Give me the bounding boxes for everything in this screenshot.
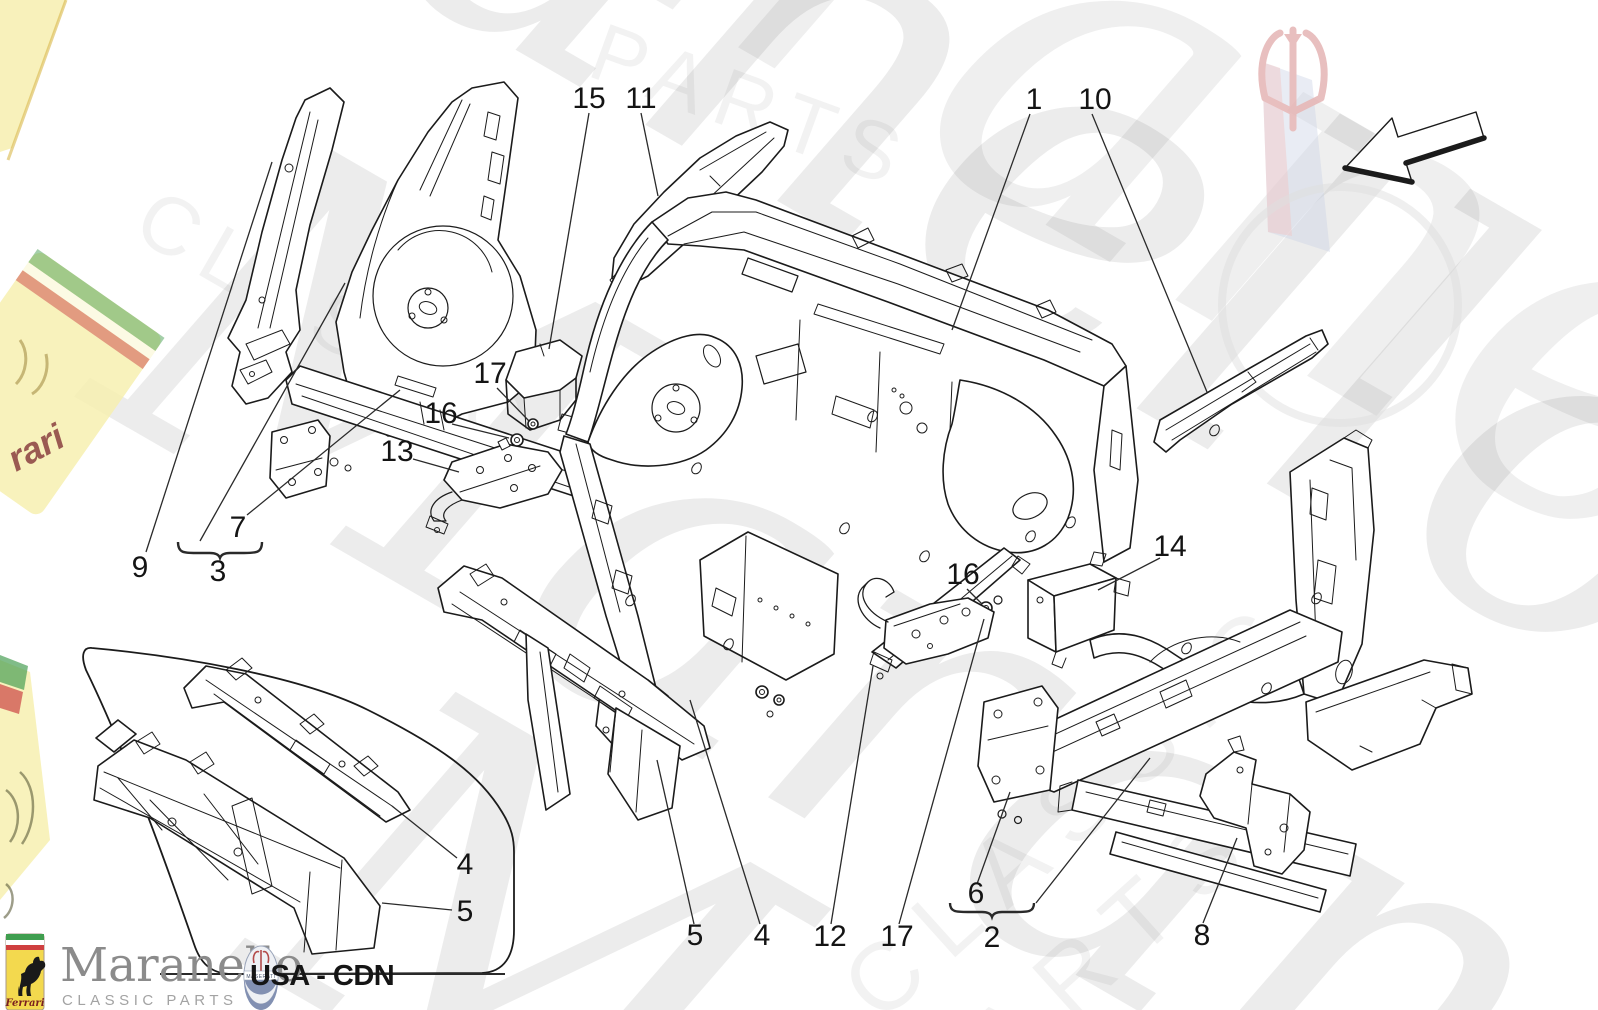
footer-branding: Ferrari Maranello CLASSIC PARTS MASERATI… [5, 933, 505, 1010]
leader-line [640, 112, 659, 197]
part-13-bracket[interactable] [425, 443, 563, 535]
leader-line [496, 387, 530, 422]
maserati-trident-watermark [1218, 26, 1462, 427]
callout-3[interactable]: 3 [209, 555, 227, 588]
leader-line [951, 113, 1031, 331]
leader-line [1202, 837, 1238, 924]
callout-1[interactable]: 1 [1025, 83, 1043, 116]
callout-4l[interactable]: 4 [456, 848, 474, 881]
footer-brand-subtitle: CLASSIC PARTS [62, 992, 237, 1009]
callout-2[interactable]: 2 [983, 921, 1001, 954]
ferrari-shield-watermark-lower [0, 655, 50, 919]
leader-line [898, 618, 985, 925]
callout-13[interactable]: 13 [380, 435, 414, 468]
leader-line [976, 791, 1011, 885]
callout-9[interactable]: 9 [131, 551, 149, 584]
part-15-bracket[interactable] [505, 339, 585, 437]
maserati-logo[interactable]: MASERATI [243, 945, 279, 1010]
callout-14[interactable]: 14 [1153, 530, 1187, 563]
ferrari-script-label: Ferrari [5, 998, 45, 1009]
callout-8[interactable]: 8 [1193, 919, 1211, 952]
leader-line [412, 458, 460, 473]
callout-7[interactable]: 7 [229, 511, 247, 544]
leader-line [966, 588, 983, 605]
leader-line [1097, 557, 1161, 591]
ferrari-shield-watermark-mid: rari [0, 249, 165, 515]
market-code-label: USA - CDN [250, 960, 394, 992]
callout-6[interactable]: 6 [967, 877, 985, 910]
callout-5c[interactable]: 5 [686, 919, 704, 952]
prancing-horse-icon [18, 956, 46, 999]
leader-line [1091, 113, 1208, 393]
callout-17a[interactable]: 17 [473, 357, 507, 390]
part-4-5-center-crossmember[interactable] [437, 563, 711, 821]
group-brace [176, 541, 264, 562]
leader-line [391, 805, 458, 859]
ferrari-logo[interactable]: Ferrari [5, 933, 46, 1010]
callout-4c[interactable]: 4 [753, 919, 771, 952]
callout-16b[interactable]: 16 [946, 558, 980, 591]
callout-10[interactable]: 10 [1078, 83, 1112, 116]
clip-marks [625, 410, 1322, 695]
leader-line [199, 282, 346, 542]
callout-17b[interactable]: 17 [880, 920, 914, 953]
part-17-washer-left[interactable] [527, 418, 539, 430]
part-8-bracket[interactable] [1199, 735, 1311, 875]
callout-5l[interactable]: 5 [456, 895, 474, 928]
leader-line [145, 161, 273, 553]
callout-12[interactable]: 12 [813, 920, 847, 953]
leader-line [830, 665, 874, 925]
leader-line [548, 112, 590, 350]
part-4-upper-crossmember[interactable] [183, 657, 411, 823]
callout-16a[interactable]: 16 [424, 397, 458, 430]
callout-15[interactable]: 15 [572, 82, 606, 115]
leader-line [381, 902, 453, 911]
callout-11[interactable]: 11 [625, 82, 657, 115]
leader-line [1035, 757, 1151, 904]
part-5-lower-beam[interactable] [93, 719, 381, 955]
group-brace [948, 902, 1036, 921]
part-12-bracket[interactable] [857, 577, 995, 680]
ferrari-shield-watermark-top [0, 0, 68, 161]
leader-line [451, 423, 510, 439]
leader-line [689, 699, 761, 925]
leader-lines [145, 112, 1238, 925]
part-9-side-panel[interactable] [227, 87, 345, 405]
part-16-bolt-left[interactable] [497, 433, 524, 451]
maserati-trident-icon [252, 950, 270, 971]
leader-line [246, 389, 401, 516]
part-10-sill-rail[interactable] [1153, 329, 1329, 453]
leader-line [656, 759, 695, 925]
maserati-label: MASERATI [246, 974, 275, 980]
part-14-box-bracket[interactable] [1011, 551, 1131, 669]
direction-arrow-icon [1342, 111, 1487, 185]
